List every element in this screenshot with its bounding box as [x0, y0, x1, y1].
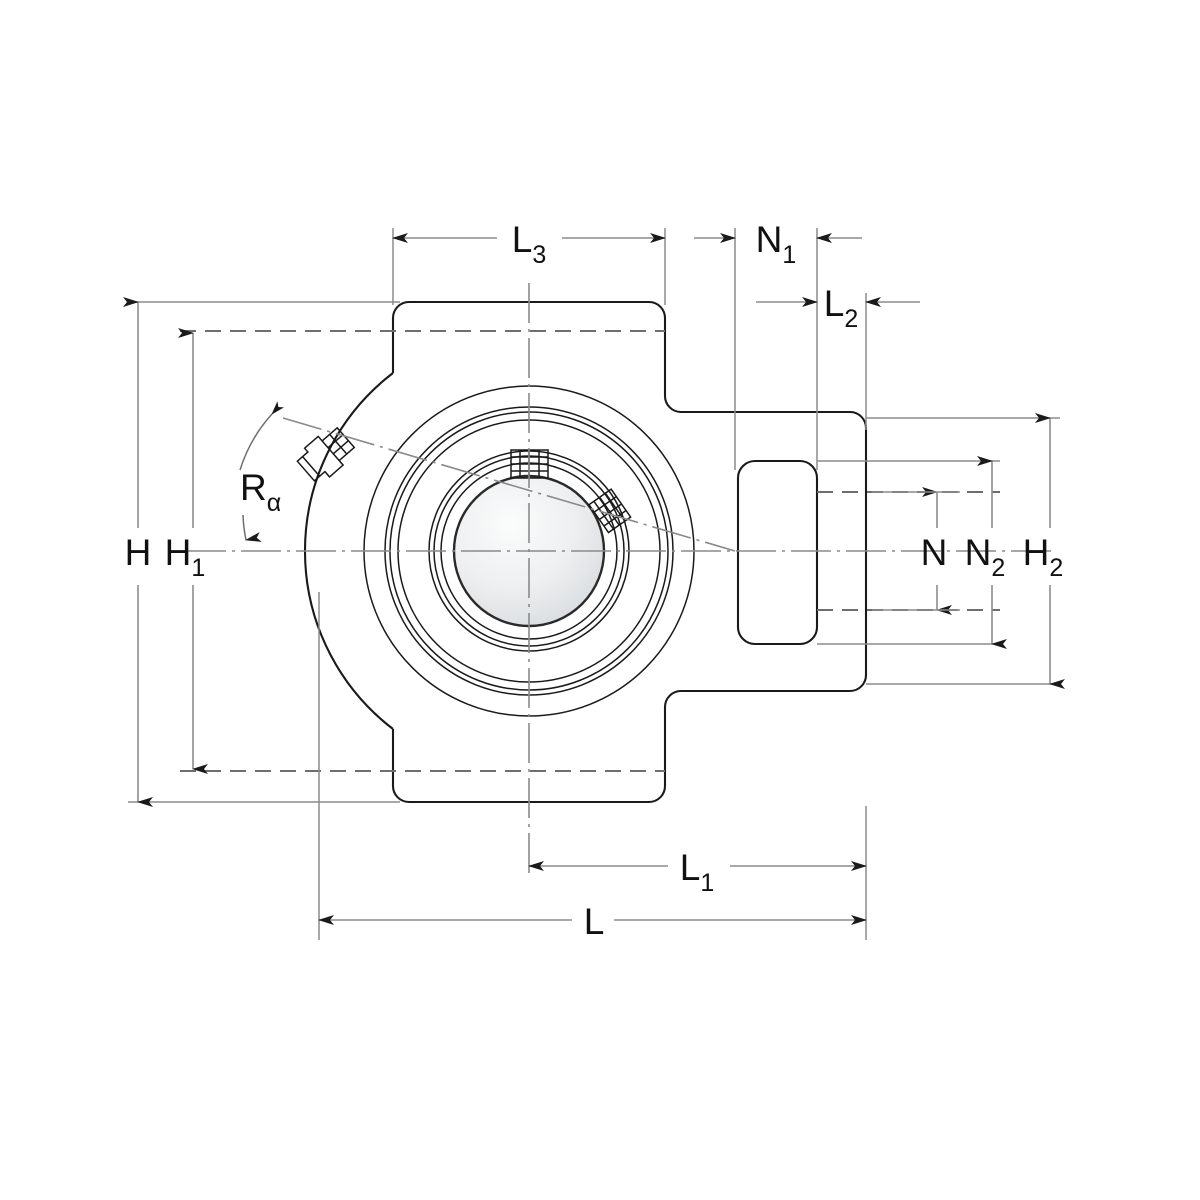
dimension-N: N — [872, 487, 960, 615]
dim-Ra-sub: α — [267, 489, 281, 517]
grease-nipple-icon — [296, 426, 356, 482]
hidden-lines — [180, 330, 1000, 772]
dim-L1-sub: 1 — [700, 869, 714, 897]
dim-L3-sub: 3 — [532, 241, 546, 269]
dim-N2-label: N — [965, 532, 992, 573]
radial-centerline — [282, 417, 736, 552]
dim-L2-label: L — [824, 283, 845, 324]
dim-L1-label: L — [680, 847, 701, 888]
dimension-N2: N2 — [817, 456, 1007, 649]
svg-text:N1: N1 — [756, 219, 797, 269]
svg-text:L3: L3 — [512, 219, 546, 269]
dim-H2-sub: 2 — [1049, 554, 1063, 582]
dim-H2-label: H — [1023, 532, 1050, 573]
svg-text:N2: N2 — [965, 532, 1006, 582]
dimension-H: H — [123, 297, 400, 807]
dimension-L: L — [318, 592, 867, 942]
svg-text:H2: H2 — [1023, 532, 1064, 582]
dimension-H1: H1 — [165, 328, 208, 774]
dim-Ra-label: R — [240, 467, 267, 508]
svg-text:L2: L2 — [824, 283, 858, 333]
dimension-N1: N1 — [694, 219, 862, 470]
dim-L-label: L — [584, 901, 605, 942]
dimension-H2: H2 — [866, 413, 1065, 689]
centerlines — [186, 283, 1056, 878]
dim-L3-label: L — [512, 219, 533, 260]
svg-text:L1: L1 — [680, 847, 714, 897]
take-up-slot — [736, 459, 819, 646]
dim-N2-sub: 2 — [991, 554, 1005, 582]
dim-H1-label: H — [165, 532, 192, 573]
dimension-L1: L1 — [528, 806, 867, 940]
dim-N1-sub: 1 — [782, 241, 796, 269]
dimension-L2: L2 — [756, 283, 920, 430]
dim-N1-label: N — [756, 219, 783, 260]
dim-N-label: N — [921, 532, 948, 573]
dimension-L3: L3 — [392, 219, 666, 305]
dim-H-label: H — [125, 532, 152, 573]
svg-text:Rα: Rα — [240, 467, 281, 517]
svg-text:H1: H1 — [165, 532, 206, 582]
dim-H1-sub: 1 — [191, 554, 205, 582]
dimension-Ra: Rα — [239, 401, 285, 542]
set-screw-side — [587, 488, 632, 534]
dim-L2-sub: 2 — [844, 305, 858, 333]
